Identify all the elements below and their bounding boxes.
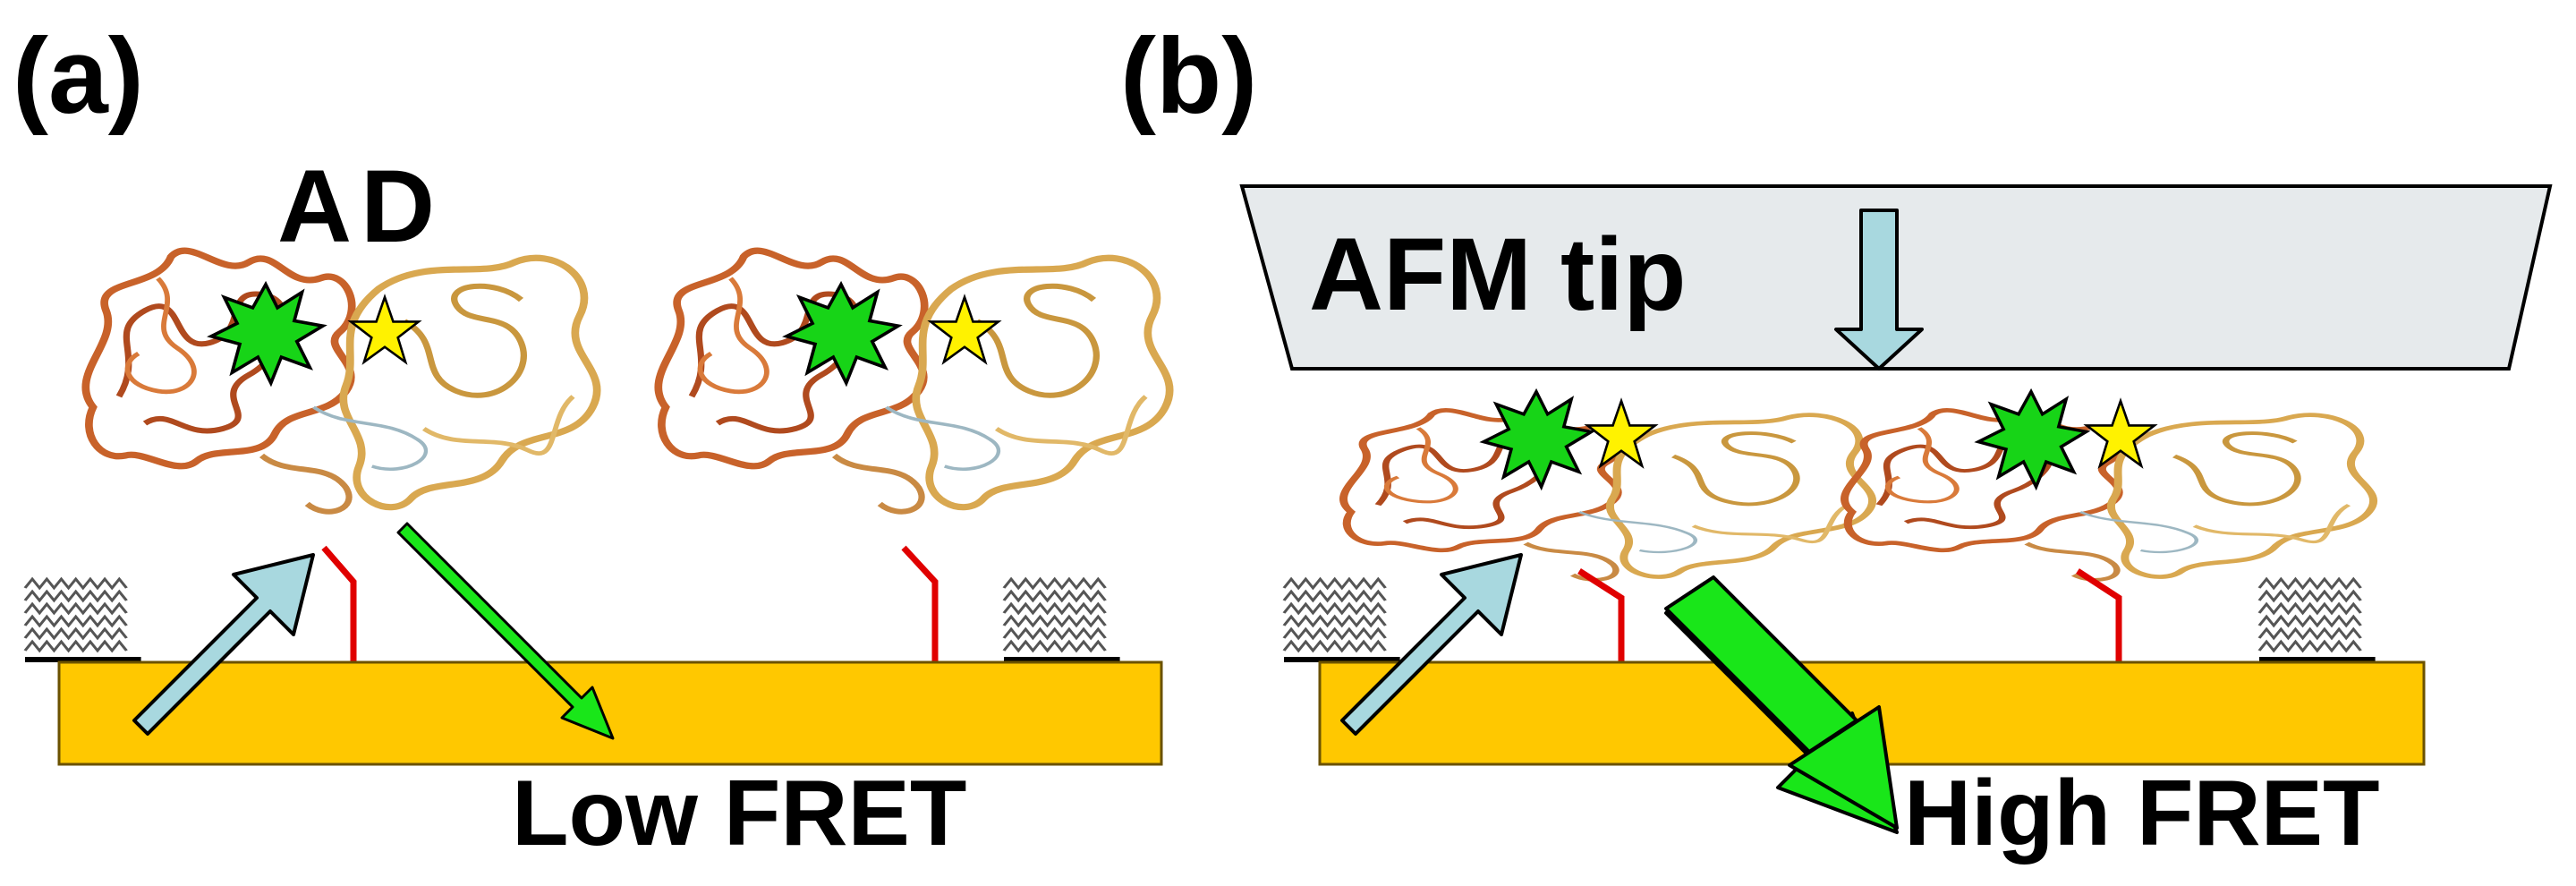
protein-structure xyxy=(659,251,1169,512)
donor-fluorophore-icon xyxy=(1482,389,1594,489)
acceptor-fluorophore-icon xyxy=(929,295,1000,363)
excitation-arrow-icon xyxy=(132,553,315,736)
linker xyxy=(321,545,357,662)
panel-b-label: (b) xyxy=(1120,16,1257,136)
linker xyxy=(901,545,939,662)
panel-a-caption: Low FRET xyxy=(512,762,966,865)
panel-a-label: (a) xyxy=(13,16,144,136)
emission-arrow-icon xyxy=(396,522,615,740)
monolayer-icon xyxy=(1004,579,1120,662)
push-arrow-icon xyxy=(1834,209,1924,371)
emission-arrow-head xyxy=(1788,705,1899,830)
panel-b-caption: High FRET xyxy=(1904,762,2379,865)
panel-b: (b) AFM tip High FRET xyxy=(1120,16,2553,865)
gold-substrate xyxy=(57,660,1163,766)
protein-structure xyxy=(86,251,597,512)
linker xyxy=(2076,568,2122,662)
donor-fluorophore-icon xyxy=(785,282,900,385)
monolayer-icon xyxy=(25,579,141,662)
panel-a: (a) AD Low FRET xyxy=(13,16,1169,865)
donor-fluorophore-icon xyxy=(209,282,325,385)
afm-tip-label: AFM tip xyxy=(1309,217,1687,332)
linker xyxy=(1577,568,1625,662)
protein-label: AD xyxy=(277,149,444,264)
donor-fluorophore-icon xyxy=(1977,389,2088,489)
monolayer-icon xyxy=(1284,579,1400,662)
monolayer-icon xyxy=(2259,579,2376,662)
excitation-arrow-icon xyxy=(1340,553,1523,736)
